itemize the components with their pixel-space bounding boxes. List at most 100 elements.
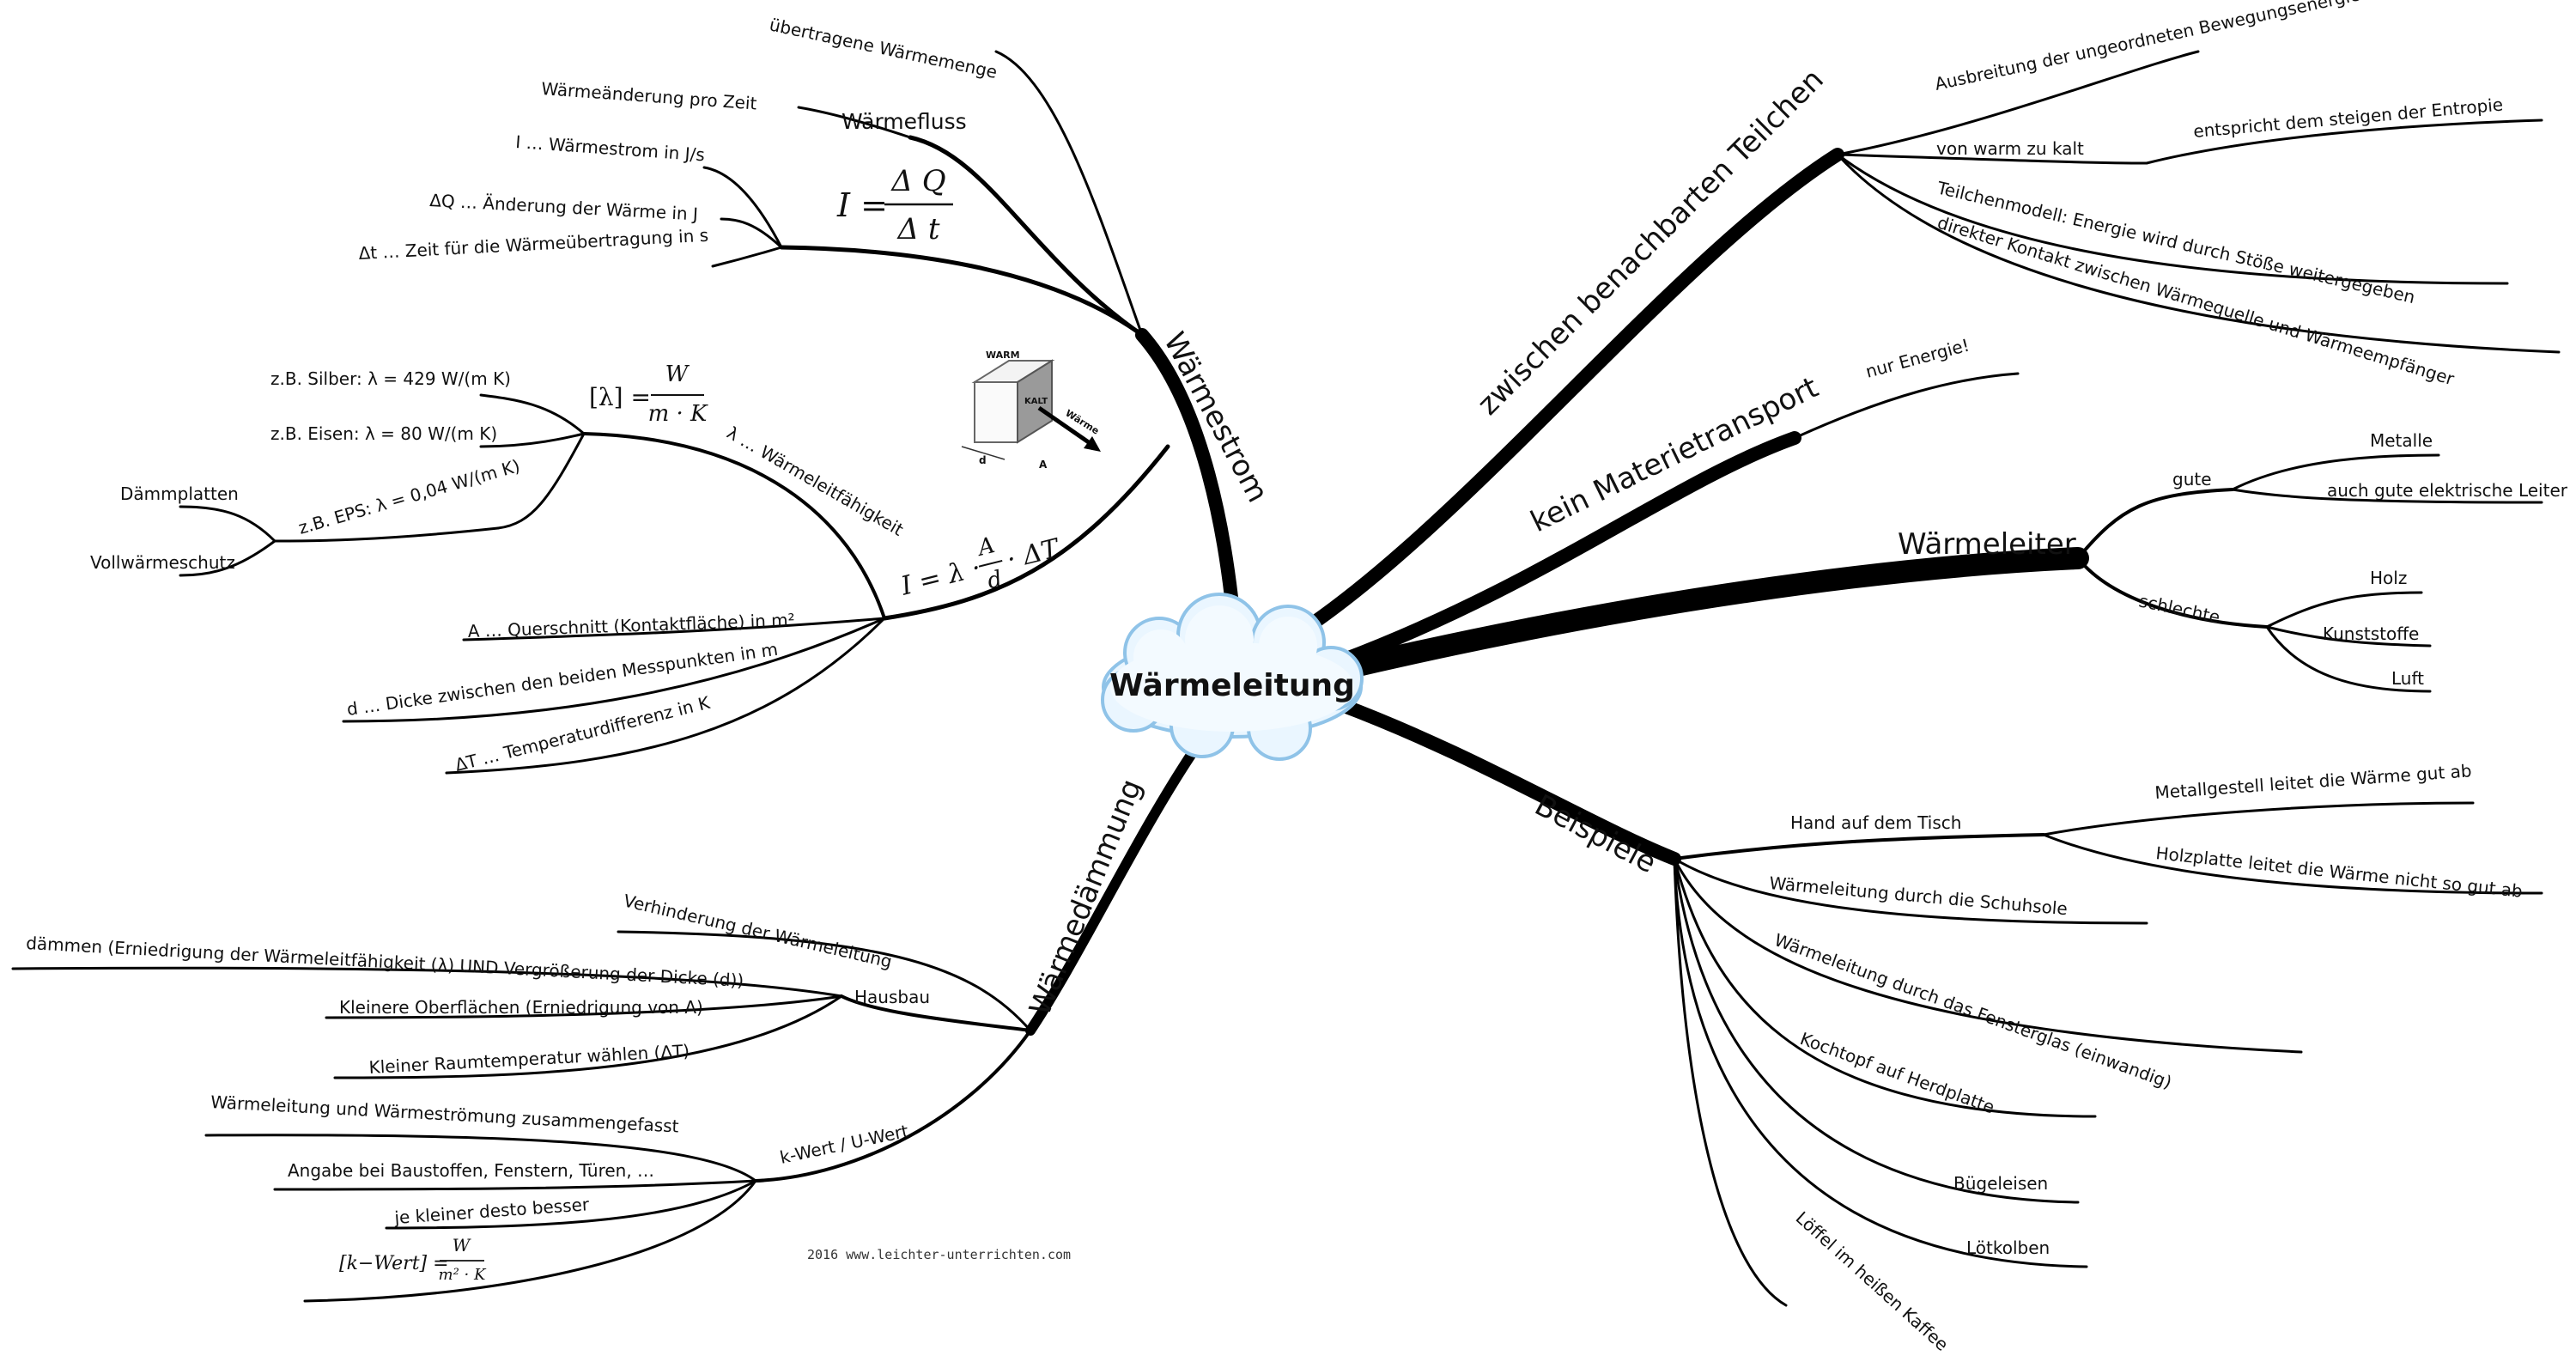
edge-kwert (754, 1029, 1032, 1183)
lambda-unit-lhs: [λ] = (589, 383, 651, 411)
lambda-unit-num: W (665, 362, 690, 387)
node-oberflaechen[interactable]: Kleinere Oberflächen (Erniedrigung von A… (339, 997, 703, 1018)
edge-verhinderung (617, 930, 1032, 1032)
cube-warm-label: WARM (986, 350, 1020, 361)
formula-main: I = λ · A d · ΔT (897, 532, 1064, 602)
edge-beispiele (1333, 697, 1681, 866)
edge-gute (2076, 488, 2234, 560)
kwert-formula-num: W (453, 1235, 471, 1256)
node-nur-energie[interactable]: nur Energie! (1863, 335, 1971, 382)
edge-eps-join (273, 526, 500, 543)
formula-num: Δ Q (890, 164, 945, 198)
formula-den: Δ t (896, 212, 939, 246)
edge-buegeleisen (1673, 857, 2080, 1204)
edge-baustoffe (273, 1179, 757, 1191)
cube-arrow-label: Wärme (1063, 408, 1101, 437)
edge-lambda (582, 432, 886, 620)
node-hausbau[interactable]: Hausbau (854, 987, 930, 1007)
cube-a-label: A (1039, 459, 1048, 471)
node-baustoffe[interactable]: Angabe bei Baustoffen, Fenstern, Türen, … (288, 1160, 654, 1181)
node-elektrisch[interactable]: auch gute elektrische Leiter (2327, 480, 2568, 501)
edge-main-formula (882, 444, 1170, 621)
edge-waermefluss (908, 135, 1145, 337)
edge-hausbau (840, 994, 1032, 1032)
edge-loeffel (1673, 857, 1788, 1307)
node-var-dt[interactable]: Δt … Zeit für die Wärmeübertragung in s (358, 225, 709, 264)
edge-formula-vars (779, 245, 1145, 337)
d-marker (961, 446, 1005, 460)
node-kunststoffe[interactable]: Kunststoffe (2323, 623, 2419, 644)
node-ausbreitung[interactable]: Ausbreitung der ungeordneten Bewegungsen… (1933, 0, 2450, 94)
node-term-a[interactable]: A … Querschnitt (Kontaktfläche) in m² (467, 610, 795, 641)
edge-var-dt (711, 246, 783, 268)
branch-teilchen[interactable]: zwischen benachbarten Teilchen (1471, 63, 1831, 423)
edge-tisch (1673, 833, 2045, 860)
edge-daemmung (1025, 733, 1207, 1036)
edge-fensterglas (1673, 857, 2303, 1054)
node-waermeaenderung[interactable]: Wärmeänderung pro Zeit (541, 78, 758, 113)
node-eisen[interactable]: z.B. Eisen: λ = 80 W/(m K) (270, 423, 497, 444)
node-warm-kalt[interactable]: von warm zu kalt (1936, 138, 2084, 159)
node-gute[interactable]: gute (2172, 469, 2212, 489)
node-vollwaermeschutz[interactable]: Vollwärmeschutz (90, 552, 235, 573)
edge-term-d (342, 617, 886, 723)
edge-silber (479, 393, 586, 435)
beispiele-details: Hand auf dem Tisch Metallgestell leitet … (1769, 760, 2524, 1355)
node-holzplatte[interactable]: Holzplatte leitet die Wärme nicht so gut… (2154, 842, 2523, 902)
node-schlechte[interactable]: schlechte (2137, 590, 2222, 627)
edge-var-i (702, 166, 783, 249)
edge-nur-energie (1793, 372, 2020, 440)
formula-lambda-unit: [λ] = W m · K (589, 362, 708, 427)
node-tisch[interactable]: Hand auf dem Tisch (1790, 812, 1961, 833)
branch-daemmung[interactable]: Wärmedämmung (1023, 775, 1149, 1021)
node-eps[interactable]: z.B. EPS: λ = 0,04 W/(m K) (296, 455, 522, 538)
edge-eps (496, 432, 586, 530)
node-var-dq[interactable]: ΔQ … Änderung der Wärme in J (429, 190, 699, 224)
node-uebertragene[interactable]: übertragene Wärmemenge (768, 14, 999, 82)
node-daemmplatten[interactable]: Dämmplatten (120, 483, 239, 504)
central-topic[interactable]: Wärmeleitung (1101, 593, 1364, 761)
edge-daemmplatten (179, 505, 276, 543)
edge-term-a (462, 617, 886, 641)
node-lambda[interactable]: λ … Wärmeleitfähigkeit (724, 423, 908, 540)
node-buegeleisen[interactable]: Bügeleisen (1953, 1173, 2048, 1194)
node-metalle[interactable]: Metalle (2370, 430, 2433, 451)
branch-beispiele[interactable]: Beispiele (1529, 788, 1662, 880)
edge-loetkolben (1673, 857, 2088, 1268)
node-daemmen[interactable]: dämmen (Erniedrigung der Wärmeleitfähigk… (26, 933, 744, 991)
node-loeffel[interactable]: Löffel im heißen Kaffee (1792, 1207, 1953, 1355)
edge-var-dq (720, 217, 783, 249)
edge-waermefluss-pro-zeit (797, 106, 912, 139)
cube-kalt-label: KALT (1024, 397, 1048, 406)
formula-waermestrom: I = Δ Q Δ t (836, 164, 953, 246)
node-loetkolben[interactable]: Lötkolben (1966, 1237, 2050, 1258)
edge-holz (2265, 591, 2423, 629)
edge-metallgestell (2042, 801, 2475, 836)
heat-arrow-shaft (1037, 405, 1097, 449)
node-kwert[interactable]: k-Wert / U-Wert (778, 1121, 910, 1168)
main-formula-lhs: I = λ · (897, 553, 984, 602)
edge-teilchenmodell (1836, 153, 2509, 285)
node-zusammengefasst[interactable]: Wärmeleitung und Wärmeströmung zusammeng… (210, 1091, 679, 1137)
node-verhinderung[interactable]: Verhinderung der Wärmeleitung (622, 890, 894, 971)
node-metallgestell[interactable]: Metallgestell leitet die Wärme gut ab (2154, 760, 2473, 803)
node-holz[interactable]: Holz (2370, 568, 2407, 588)
edge-teilchen (1281, 148, 1844, 647)
branch-leiter[interactable]: Wärmeleiter (1898, 527, 2076, 562)
lambda-unit-den: m · K (648, 401, 708, 427)
node-waermefluss[interactable]: Wärmefluss (841, 109, 967, 134)
node-silber[interactable]: z.B. Silber: λ = 429 W/(m K) (270, 368, 511, 389)
node-luft[interactable]: Luft (2391, 668, 2424, 689)
footer-credit[interactable]: 2016 www.leichter-unterrichten.com (807, 1247, 1071, 1262)
edge-schuhsole (1673, 857, 2148, 925)
heat-cube-illustration: WARM KALT Wärme d A (961, 350, 1101, 471)
node-entropie[interactable]: entspricht dem steigen der Entropie (2192, 94, 2504, 142)
node-kochtopf[interactable]: Kochtopf auf Herdplatte (1797, 1028, 1997, 1117)
waermestrom-details: übertragene Wärmemenge Wärmefluss Wärmeä… (90, 14, 1101, 775)
node-var-i[interactable]: I … Wärmestrom in J/s (515, 131, 706, 165)
main-formula-den: d (985, 566, 1005, 594)
edge-kontakt (1836, 153, 2561, 354)
mind-map-edges (11, 50, 2561, 1307)
node-schuhsole[interactable]: Wärmeleitung durch die Schuhsole (1769, 873, 2069, 919)
